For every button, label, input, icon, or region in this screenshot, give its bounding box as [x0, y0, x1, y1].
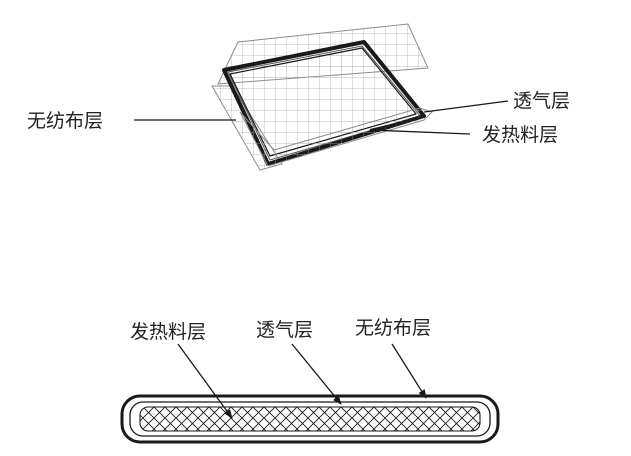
top-view-illustration: [211, 23, 433, 171]
arrow-breathable-section: [291, 343, 342, 405]
arrow-heating-section: [177, 343, 233, 419]
cross-section-illustration: [120, 394, 500, 444]
heating-layer-slit: [369, 117, 421, 131]
label-breathable-section: 透气层: [256, 319, 313, 341]
cross-section-heating-core: [139, 406, 481, 432]
arrow-nonwoven-section: [391, 343, 427, 399]
leader-line-heating-top: [369, 129, 471, 135]
label-heating-top: 发热料层: [482, 124, 558, 146]
label-nonwoven-section: 无纺布层: [355, 317, 431, 339]
label-heating-section: 发热料层: [130, 321, 206, 343]
label-nonwoven-top: 无纺布层: [27, 110, 103, 132]
nonwoven-sheet-front: [239, 107, 433, 167]
leader-line-breathable-top: [423, 100, 509, 113]
label-breathable-top: 透气层: [513, 90, 570, 112]
